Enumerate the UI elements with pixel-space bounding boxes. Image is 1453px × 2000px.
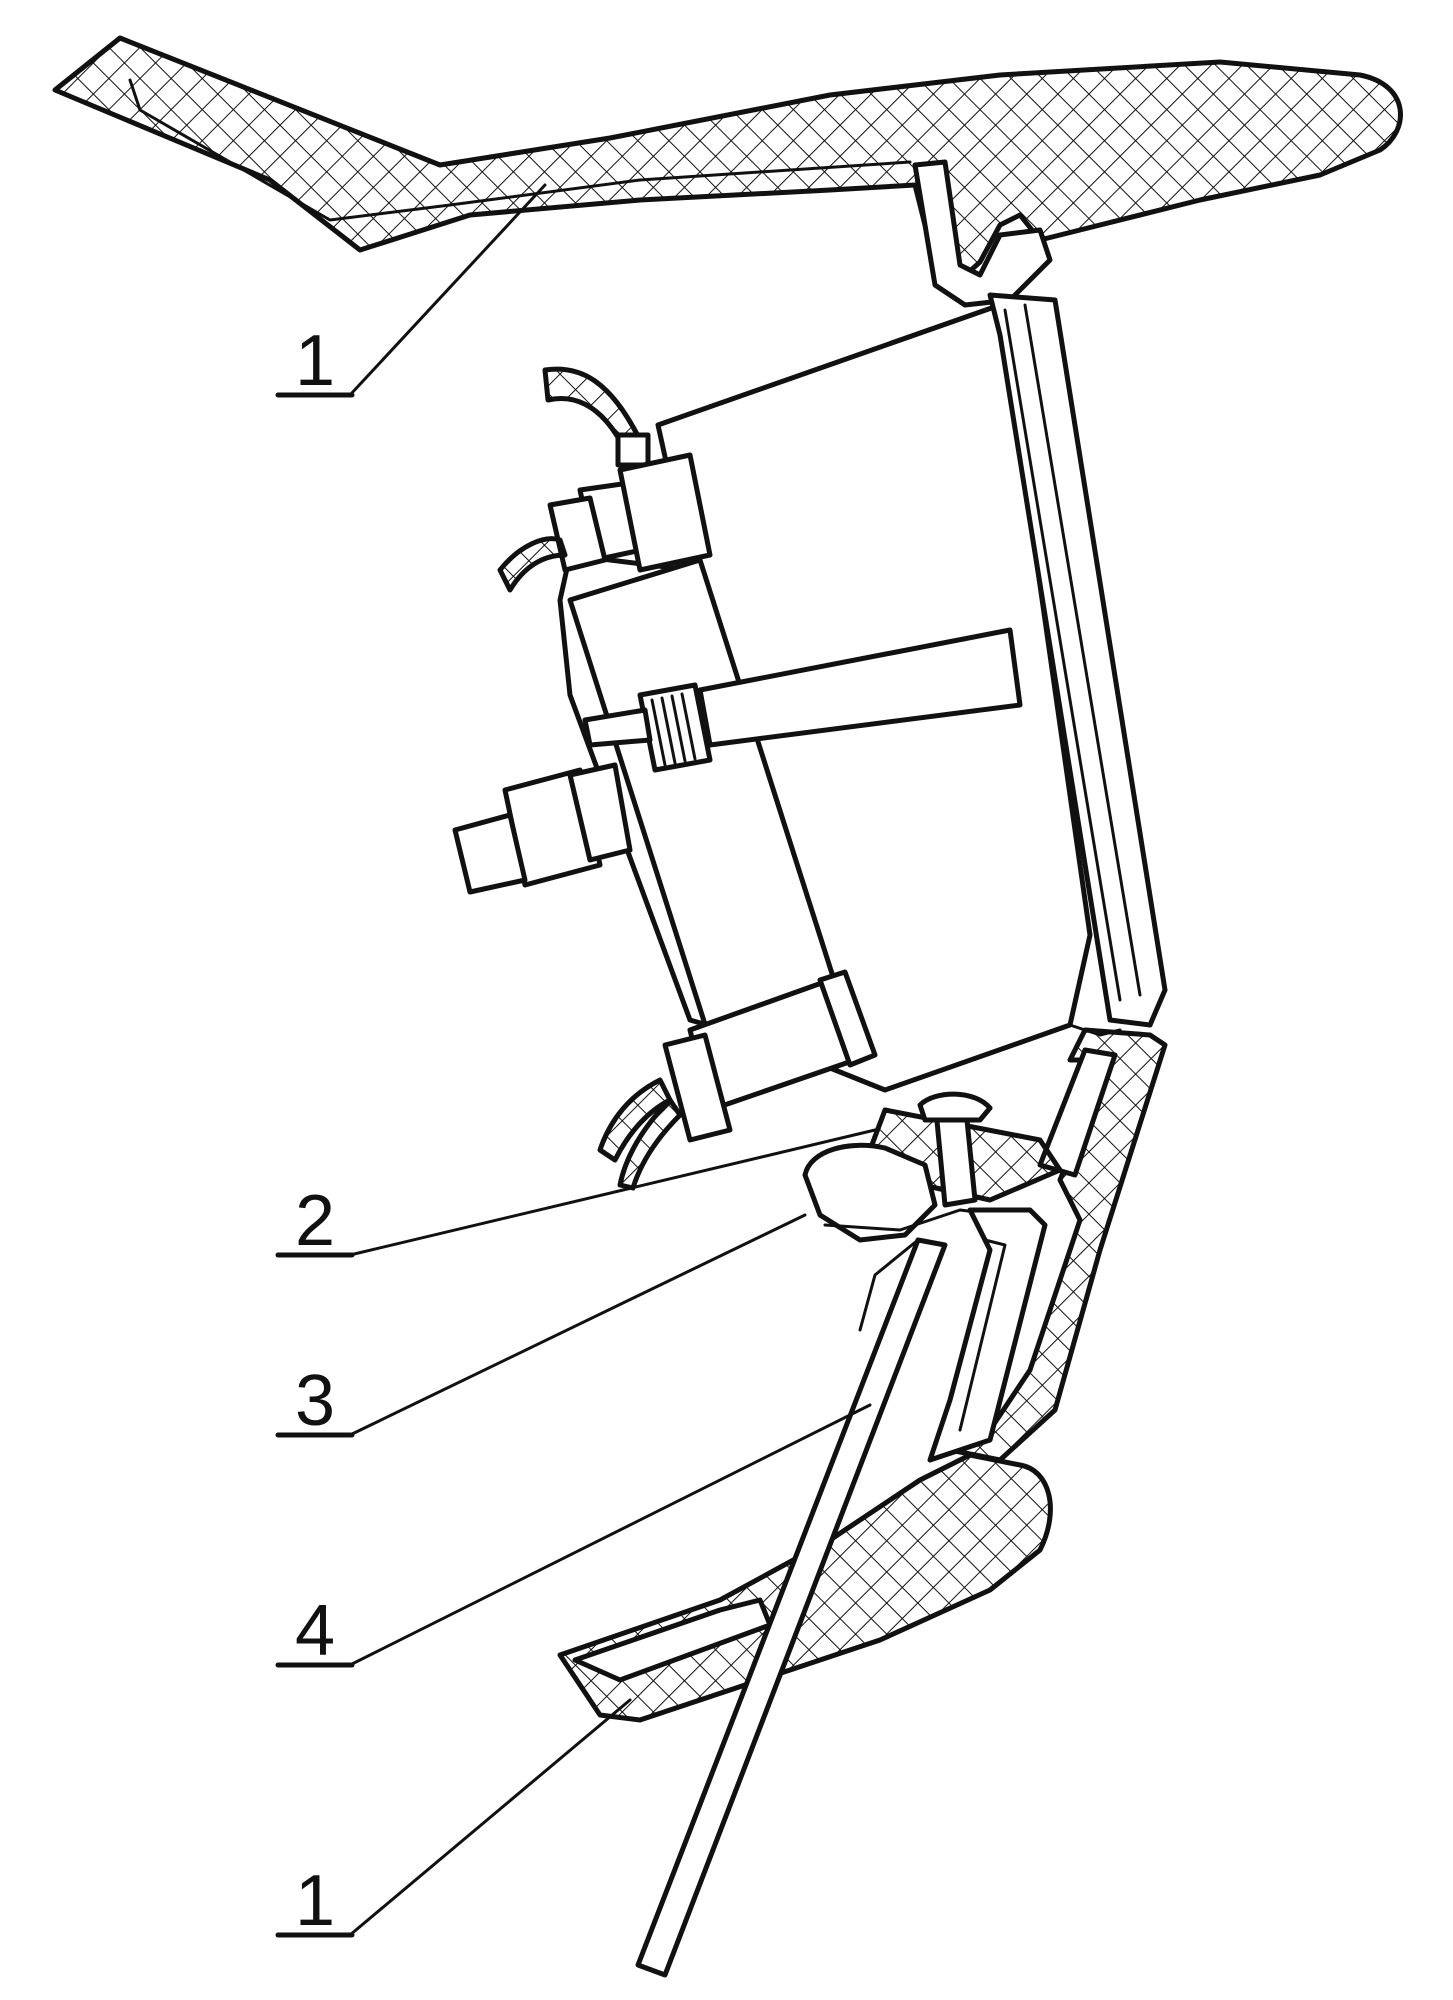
callout-label-clip: 3: [295, 1361, 335, 1441]
rod-channel-inner: [958, 1238, 1007, 1432]
upper-connector-wire: [497, 536, 568, 593]
lower-wire-bundle-2: [617, 1097, 683, 1191]
leader-line-upper-panel: [348, 183, 547, 397]
pull-rod: [635, 1237, 948, 1978]
left-plug-tip: [452, 812, 528, 895]
leader-line-rod: [348, 1403, 872, 1667]
lower-connector-ring: [817, 969, 878, 1068]
leader-line-clip: [348, 1213, 807, 1437]
leader-line-fastener: [348, 1128, 877, 1257]
middle-connector-tab: [582, 707, 653, 748]
callout-label-rod: 4: [295, 1591, 335, 1671]
middle-sleeve: [697, 627, 1023, 748]
pull-rod-tip: [858, 1238, 920, 1332]
callout-label-fastener: 2: [295, 1181, 335, 1261]
lower-wire-bundle: [597, 1077, 673, 1163]
lower-panel-pocket: [572, 1597, 773, 1683]
leader-line-lower-panel: [348, 1698, 632, 1937]
callout-label-lower-panel: 1: [295, 1861, 335, 1941]
middle-connector-ribs: [650, 692, 697, 767]
bezel-inner-line-2: [1023, 303, 1142, 997]
fastener-head: [917, 1091, 993, 1123]
callout-label-upper-panel: 1: [295, 321, 335, 401]
rod-channel: [927, 1207, 1048, 1463]
upper-panel-lip: [912, 159, 1053, 308]
bezel-inner-line: [1003, 308, 1122, 1002]
upper-cable-clip: [615, 432, 651, 468]
side-wall-inner: [1037, 1047, 1118, 1178]
upper-trim-panel: [52, 35, 1403, 283]
upper-connector-body: [617, 452, 713, 573]
clip-body: [802, 1142, 938, 1243]
upper-panel-inner-edge: [128, 78, 912, 222]
left-plug-body: [567, 762, 633, 863]
lower-connector-cap: [662, 1032, 733, 1143]
